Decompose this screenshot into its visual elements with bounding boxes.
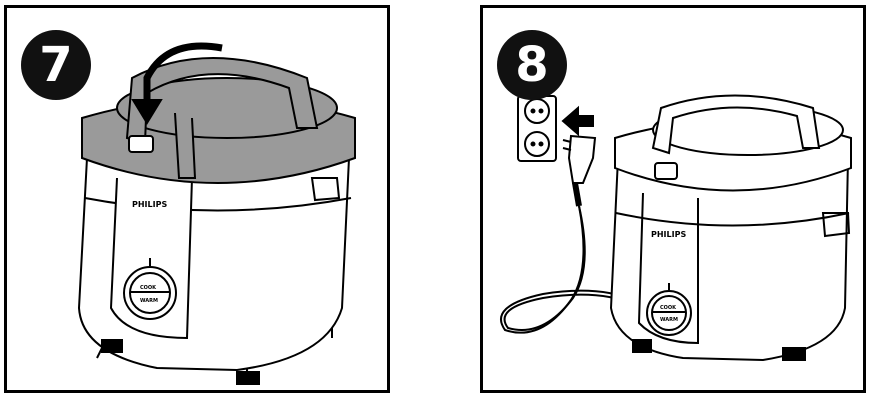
step-7-panel: PHILIPS COOK WARM 7 bbox=[4, 5, 390, 393]
cook-button-label: COOK bbox=[660, 305, 677, 311]
cook-button-label: COOK bbox=[140, 285, 157, 291]
step-number-badge: 8 bbox=[497, 30, 567, 100]
warm-button-label: WARM bbox=[140, 298, 158, 304]
brand-label: PHILIPS bbox=[651, 230, 686, 239]
wall-socket-icon bbox=[517, 95, 557, 162]
step-number-badge: 7 bbox=[21, 30, 91, 100]
brand-label: PHILIPS bbox=[132, 200, 167, 209]
step-8-panel: PHILIPS COOK WARM 8 bbox=[480, 5, 866, 393]
plug-arrow-icon bbox=[561, 105, 594, 137]
warm-button-label: WARM bbox=[660, 317, 678, 323]
rice-cooker-closing-lid-illustration: PHILIPS COOK WARM bbox=[77, 42, 356, 385]
rice-cooker-plug-in-illustration: PHILIPS COOK WARM bbox=[500, 94, 852, 362]
